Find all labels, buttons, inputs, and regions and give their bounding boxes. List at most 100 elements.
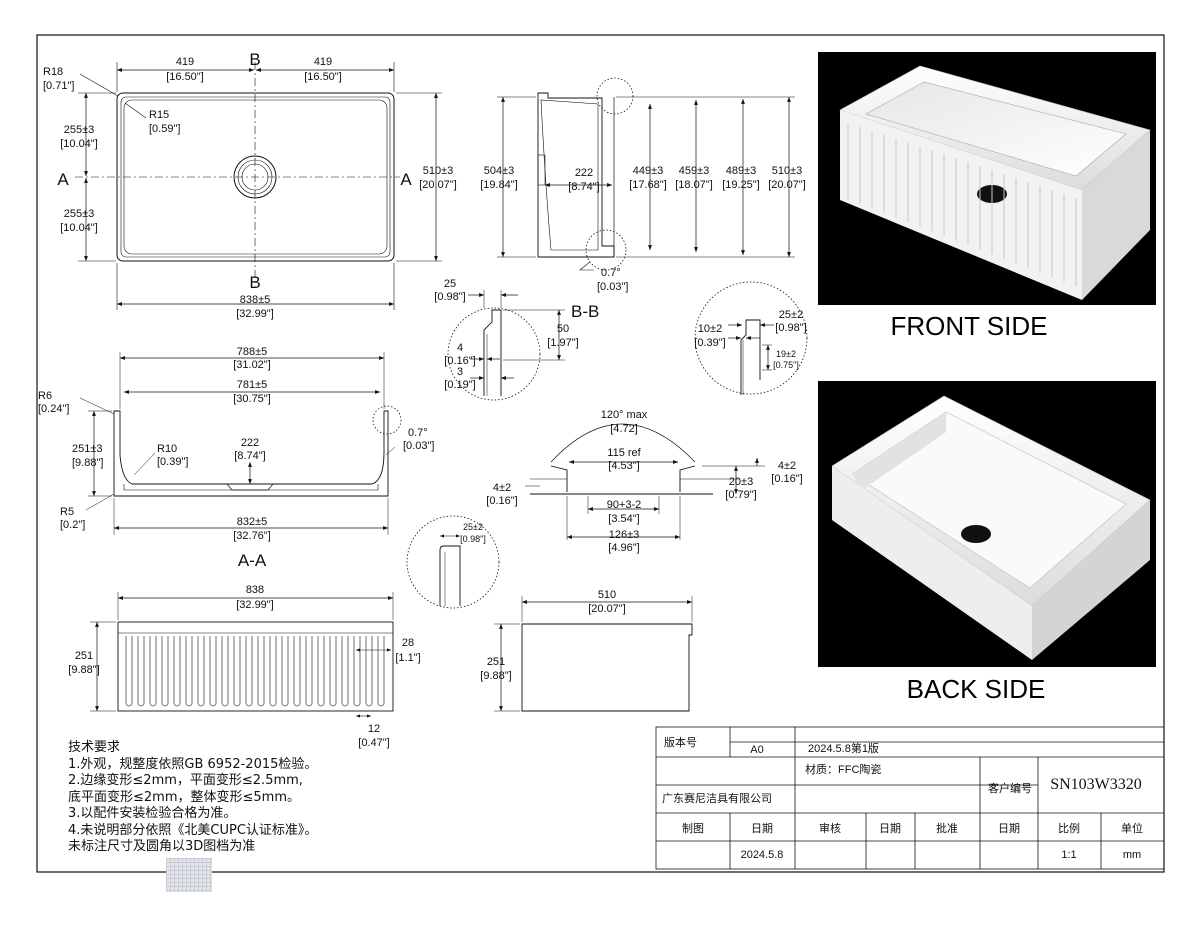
svg-text:B-B: B-B — [571, 302, 599, 321]
svg-text:版本号: 版本号 — [664, 735, 697, 749]
section-bb — [447, 290, 565, 401]
svg-text:504±3: 504±3 — [484, 165, 515, 177]
svg-text:3: 3 — [457, 366, 463, 378]
svg-text:[0.19"]: [0.19"] — [444, 379, 475, 391]
svg-text:[4.53"]: [4.53"] — [608, 460, 639, 472]
svg-text:[31.02"]: [31.02"] — [233, 359, 271, 371]
svg-text:0.7°: 0.7° — [601, 267, 621, 279]
svg-text:A-A: A-A — [238, 551, 267, 570]
svg-text:A: A — [57, 170, 69, 189]
front-side-caption: FRONT SIDE — [891, 311, 1048, 341]
top-view — [75, 62, 442, 310]
svg-text:222: 222 — [241, 437, 259, 449]
svg-text:[0.98"]: [0.98"] — [434, 291, 465, 303]
svg-text:[20.07"]: [20.07"] — [419, 179, 457, 191]
section-aa-labels: 788±5 [31.02"] 781±5 [30.75"] R6 [0.24"]… — [38, 346, 434, 570]
svg-text:838: 838 — [246, 584, 264, 596]
svg-text:[18.07"]: [18.07"] — [675, 179, 713, 191]
svg-text:R6: R6 — [38, 390, 52, 402]
note-line: 未标注尺寸及圆角以3D图档为准 — [68, 839, 256, 854]
svg-text:B: B — [249, 273, 260, 292]
svg-text:[10.04"]: [10.04"] — [60, 138, 98, 150]
stamp-mark — [166, 858, 212, 892]
title-block-header: 日期 — [998, 822, 1020, 835]
title-block-value: mm — [1123, 849, 1141, 861]
detail-rim — [694, 281, 808, 395]
svg-text:25±2: 25±2 — [463, 522, 483, 532]
section-bb-labels: 25 [0.98"] B-B 50 [1.97"] 4 [0.16"] 3 [0… — [434, 278, 599, 391]
apron-flute — [185, 636, 193, 707]
svg-text:[10.04"]: [10.04"] — [60, 222, 98, 234]
drain-detail-labels: 120° max [4.72] 115 ref [4.53"] 4±2 [0.1… — [486, 409, 802, 554]
detail-apron — [406, 515, 500, 609]
svg-text:[0.79"]: [0.79"] — [725, 489, 756, 501]
svg-text:客户编号: 客户编号 — [988, 781, 1032, 795]
svg-text:20±3: 20±3 — [729, 476, 753, 488]
apron-flute — [173, 636, 181, 707]
svg-text:R18: R18 — [43, 66, 63, 78]
title-block-header: 单位 — [1121, 821, 1143, 835]
front-view — [90, 592, 394, 718]
apron-flute — [149, 636, 157, 707]
svg-text:4±2: 4±2 — [778, 460, 796, 472]
title-block-header: 日期 — [879, 822, 901, 835]
svg-text:[0.03"]: [0.03"] — [403, 440, 434, 452]
svg-text:[0.16"]: [0.16"] — [486, 495, 517, 507]
svg-text:[32.99"]: [32.99"] — [236, 308, 274, 320]
svg-text:[19.25"]: [19.25"] — [722, 179, 760, 191]
apron-flute — [365, 636, 373, 707]
svg-text:R15: R15 — [149, 109, 169, 121]
apron-flute — [257, 636, 265, 707]
svg-text:[0.71"]: [0.71"] — [43, 80, 74, 92]
svg-text:2024.5.8第1版: 2024.5.8第1版 — [808, 741, 879, 755]
title-block-header: 批准 — [936, 821, 958, 835]
end-view-labels: 510 [20.07"] 251 [9.88"] — [480, 589, 625, 682]
svg-text:832±5: 832±5 — [237, 516, 268, 528]
svg-text:222: 222 — [575, 167, 593, 179]
section-aa — [79, 352, 402, 535]
detail-rim-labels: 25±2 [0.98"] 10±2 [0.39"] 19±2 [0.75"] — [694, 309, 806, 370]
svg-text:R5: R5 — [60, 506, 74, 518]
svg-text:255±3: 255±3 — [64, 208, 95, 220]
apron-flute — [245, 636, 253, 707]
side-view — [497, 77, 795, 271]
svg-text:[9.88"]: [9.88"] — [480, 670, 511, 682]
note-line: 3.以配件安装检验合格为准。 — [68, 806, 237, 821]
svg-text:510±3: 510±3 — [423, 165, 454, 177]
title-block — [655, 726, 1165, 870]
note-line: 2.边缘变形≤2mm，平面变形≤2.5mm, — [68, 773, 303, 788]
svg-text:[1.97"]: [1.97"] — [547, 337, 578, 349]
apron-flute — [125, 636, 133, 707]
svg-text:[8.74"]: [8.74"] — [568, 181, 599, 193]
svg-text:251: 251 — [487, 656, 505, 668]
svg-text:449±3: 449±3 — [633, 165, 664, 177]
svg-text:A: A — [400, 170, 412, 189]
svg-text:[0.39"]: [0.39"] — [694, 337, 725, 349]
apron-flute — [269, 636, 277, 707]
svg-text:126±3: 126±3 — [609, 529, 640, 541]
svg-text:[0.47"]: [0.47"] — [358, 737, 389, 749]
back-side-caption: BACK SIDE — [907, 674, 1046, 704]
svg-text:90+3-2: 90+3-2 — [607, 499, 642, 511]
svg-text:[0.2"]: [0.2"] — [60, 519, 85, 531]
svg-text:[9.88"]: [9.88"] — [68, 664, 99, 676]
svg-text:R10: R10 — [157, 443, 177, 455]
svg-text:A0: A0 — [750, 744, 763, 756]
svg-text:[1.1"]: [1.1"] — [395, 652, 420, 664]
svg-text:[0.59"]: [0.59"] — [149, 123, 180, 135]
svg-text:[0.98"]: [0.98"] — [775, 322, 806, 334]
svg-text:115 ref: 115 ref — [607, 447, 641, 459]
svg-text:489±3: 489±3 — [726, 165, 757, 177]
svg-text:255±3: 255±3 — [64, 124, 95, 136]
svg-text:[0.16"]: [0.16"] — [444, 355, 475, 367]
svg-text:[0.75"]: [0.75"] — [773, 360, 799, 370]
title-block-header: 制图 — [682, 822, 704, 835]
svg-text:50: 50 — [557, 323, 569, 335]
svg-text:251: 251 — [75, 650, 93, 662]
apron-flute — [293, 636, 301, 707]
svg-text:[3.54"]: [3.54"] — [608, 513, 639, 525]
svg-text:10±2: 10±2 — [698, 323, 722, 335]
svg-text:120° max: 120° max — [601, 409, 648, 421]
svg-text:788±5: 788±5 — [237, 346, 268, 358]
